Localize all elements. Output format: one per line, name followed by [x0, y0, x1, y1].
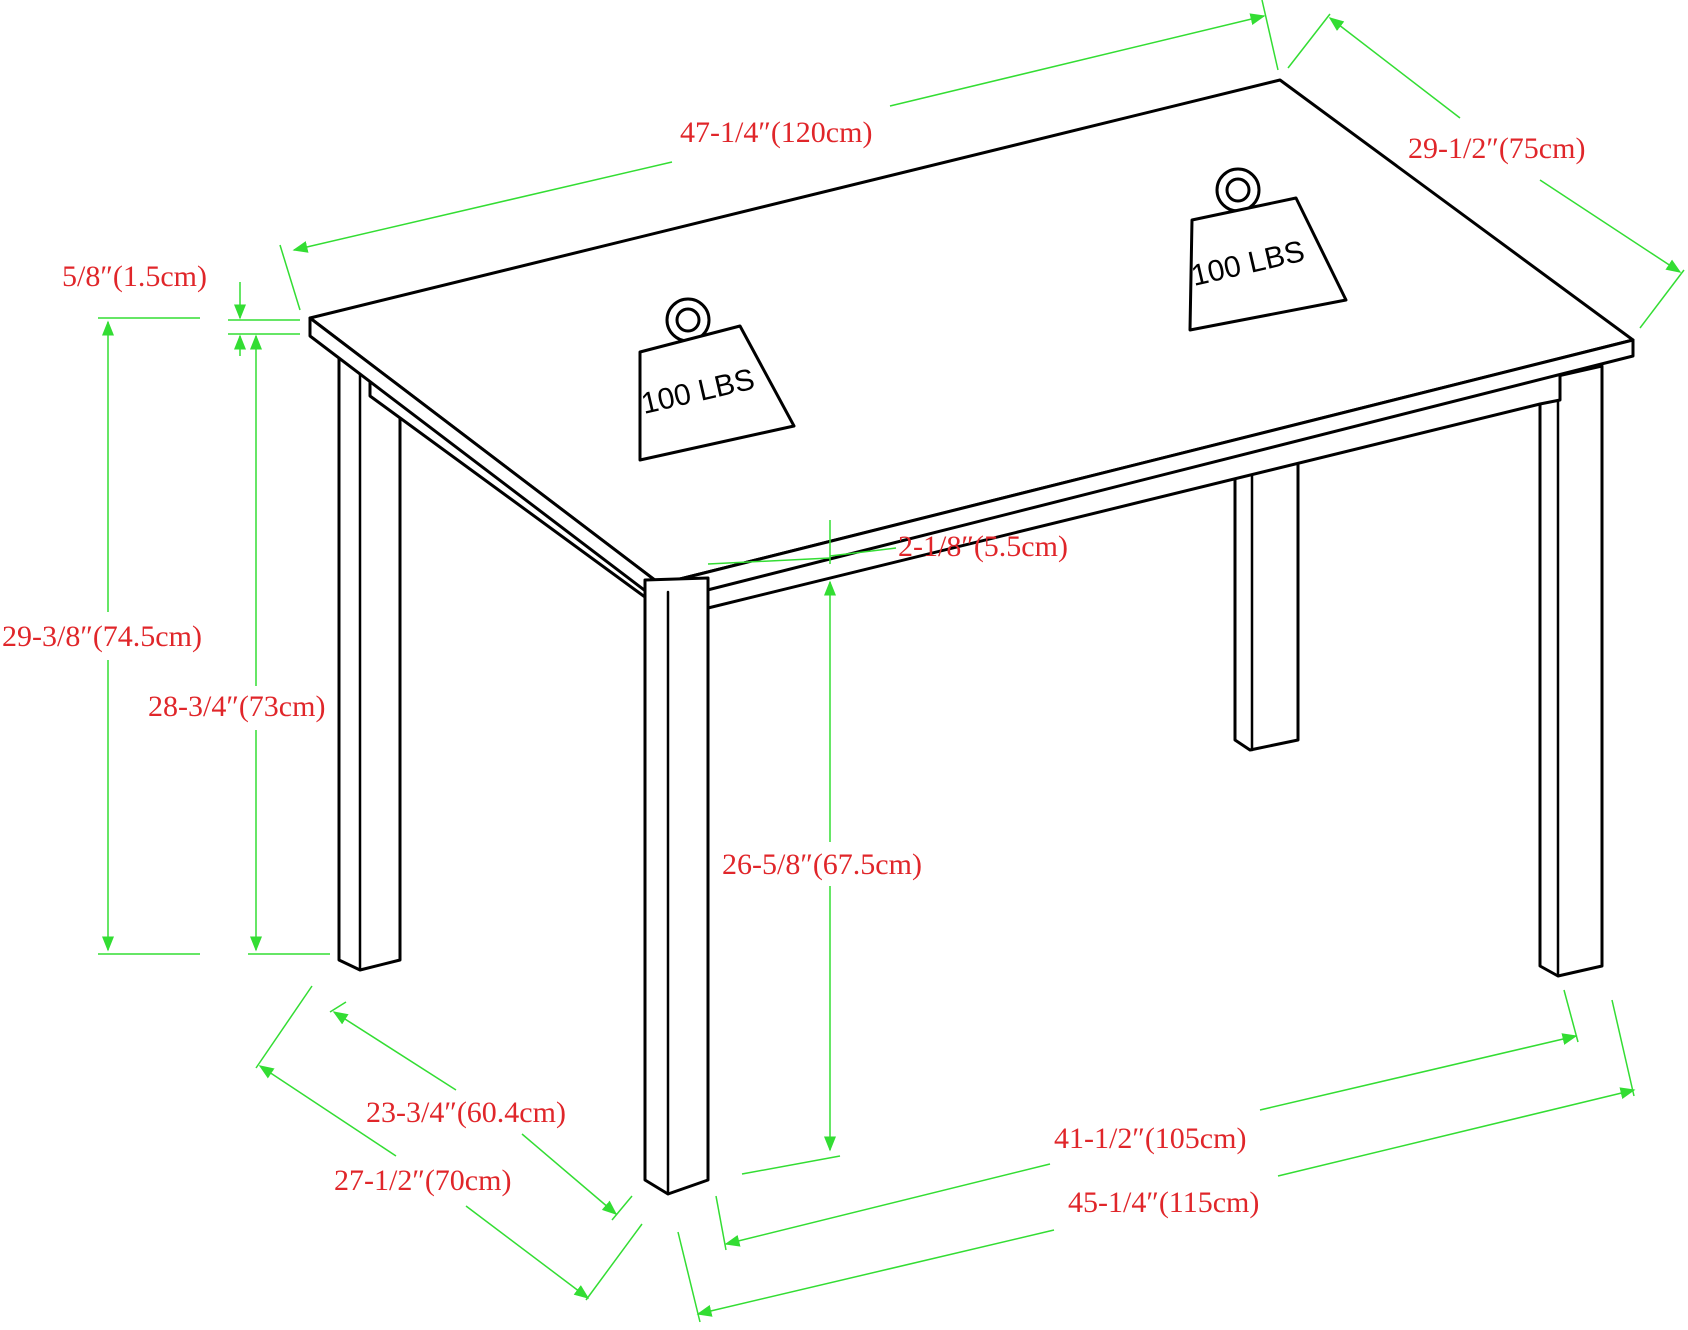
back-right-leg	[1233, 454, 1300, 752]
label-clearance-height: 26-5/8″(67.5cm)	[722, 848, 922, 881]
weight-right: 100 LBS	[1188, 167, 1348, 332]
label-inner-leg-depth: 23-3/4″(60.4cm)	[366, 1096, 566, 1129]
dimension-lines	[98, 0, 1685, 1323]
label-top-length: 47-1/4″(120cm)	[680, 116, 872, 149]
label-apron-height: 2-1/8″(5.5cm)	[898, 530, 1068, 563]
table-drawing	[308, 78, 1635, 1196]
back-left-leg	[337, 348, 402, 972]
label-top-depth: 29-1/2″(75cm)	[1408, 132, 1585, 165]
weight-left: 100 LBS	[638, 297, 796, 462]
front-left-leg	[643, 576, 710, 1196]
dimension-labels: 47-1/4″(120cm) 29-1/2″(75cm) 5/8″(1.5cm)…	[2, 116, 1585, 1219]
label-overall-height: 29-3/8″(74.5cm)	[2, 620, 202, 653]
label-top-to-floor: 28-3/4″(73cm)	[148, 690, 325, 723]
label-outer-leg-depth: 27-1/2″(70cm)	[334, 1164, 511, 1197]
label-outer-leg-length: 45-1/4″(115cm)	[1068, 1186, 1259, 1219]
label-inner-leg-length: 41-1/2″(105cm)	[1054, 1122, 1246, 1155]
label-top-thickness: 5/8″(1.5cm)	[62, 260, 207, 293]
front-right-leg	[1538, 364, 1604, 978]
